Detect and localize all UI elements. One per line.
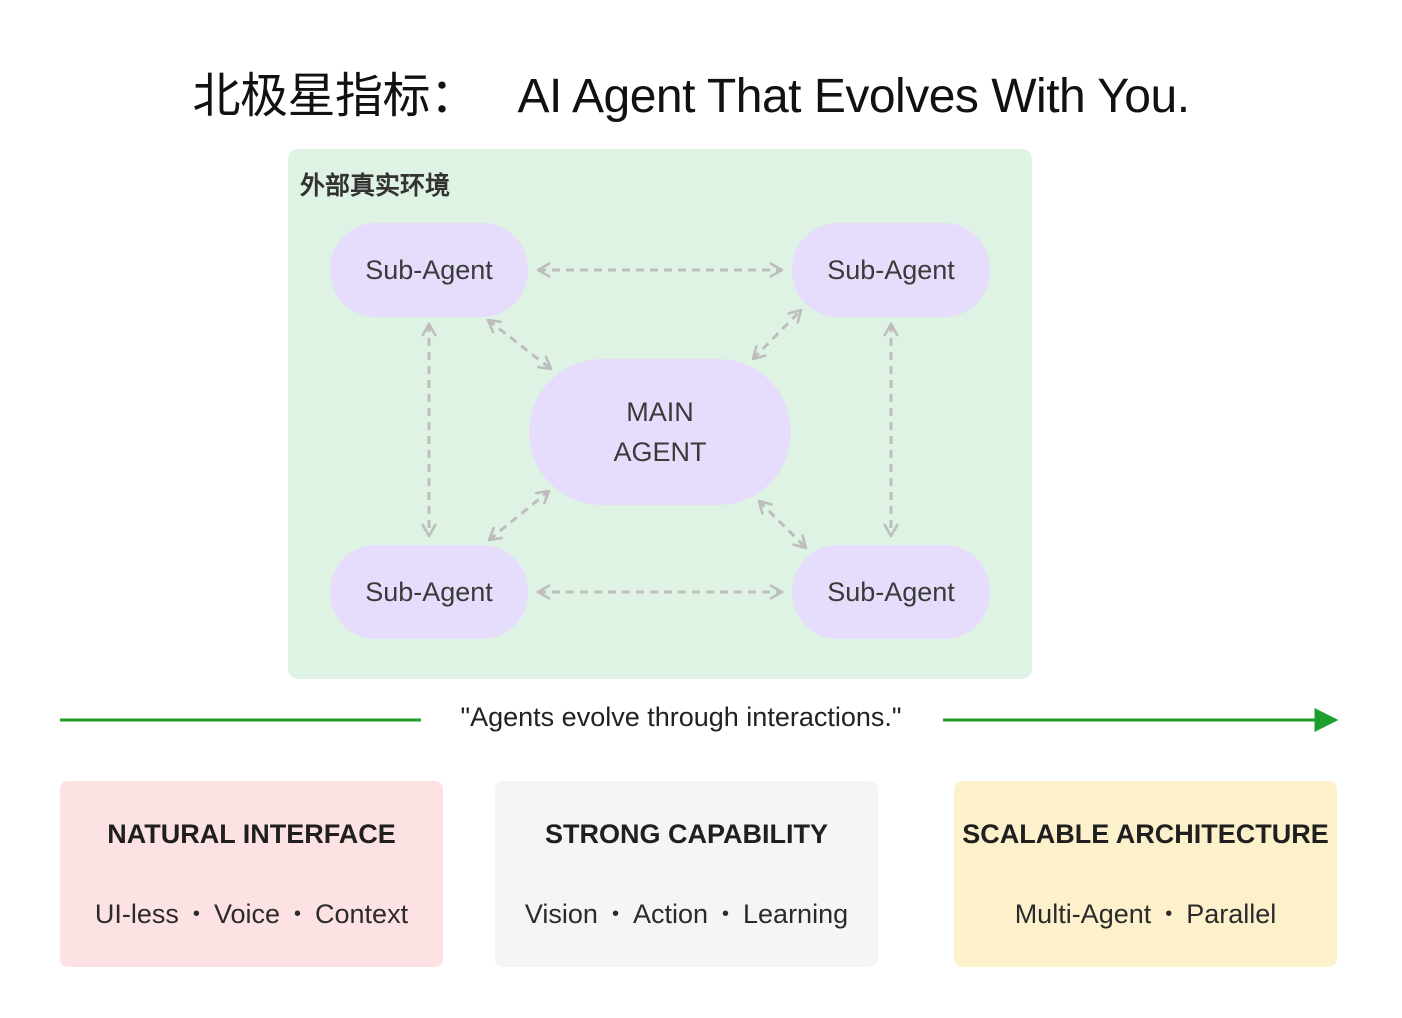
tag: Context xyxy=(315,899,409,929)
arrow-top-left-diagonal xyxy=(486,318,553,371)
sub-agent-label: Sub-Agent xyxy=(365,254,493,285)
environment-label: 外部真实环境 xyxy=(300,172,451,200)
tag: UI-less xyxy=(94,899,179,929)
main-agent-line2: AGENT xyxy=(613,437,707,467)
tag: Action xyxy=(632,899,708,929)
arrow-bottom-left-diagonal xyxy=(487,489,551,542)
separator-dot: • xyxy=(722,903,730,925)
tag: Voice xyxy=(213,899,280,929)
card-scalable-architecture: SCALABLE ARCHITECTURE Multi-Agent • Parall… xyxy=(954,781,1337,967)
card-title: SCALABLE ARCHITECTURE xyxy=(962,819,1329,849)
tag: Vision xyxy=(524,899,598,929)
sub-agent-top-left: Sub-Agent xyxy=(330,223,528,317)
card-title: STRONG CAPABILITY xyxy=(545,819,828,849)
main-agent-line1: MAIN xyxy=(626,397,694,427)
title-english: AI Agent That Evolves With You. xyxy=(517,70,1190,123)
page-title: 北极星指标： AI Agent That Evolves With You. xyxy=(0,56,1382,126)
sub-agent-label: Sub-Agent xyxy=(365,576,493,607)
card-natural-interface: NATURAL INTERFACE UI-less • Voice • Context xyxy=(60,781,443,967)
separator-dot: • xyxy=(1165,903,1173,925)
tag: Parallel xyxy=(1186,899,1277,929)
sub-agent-bottom-left: Sub-Agent xyxy=(330,545,528,639)
card-tags: Multi-Agent • Parallel xyxy=(954,899,1337,930)
arrow-top-right-diagonal xyxy=(751,308,803,361)
main-agent: MAIN AGENT xyxy=(529,359,791,505)
card-strong-capability: STRONG CAPABILITY Vision • Action • Learning xyxy=(495,781,878,967)
sub-agent-label: Sub-Agent xyxy=(827,576,955,607)
tag: Learning xyxy=(743,899,849,929)
card-title: NATURAL INTERFACE xyxy=(107,819,396,849)
card-tags: UI-less • Voice • Context xyxy=(60,899,443,930)
sub-agent-bottom-right: Sub-Agent xyxy=(792,545,990,639)
sub-agent-label: Sub-Agent xyxy=(827,254,955,285)
separator-dot: • xyxy=(192,903,200,925)
tagline: "Agents evolve through interactions." xyxy=(460,702,902,732)
sub-agent-top-right: Sub-Agent xyxy=(792,223,990,317)
title-chinese: 北极星指标： xyxy=(192,70,478,123)
separator-dot: • xyxy=(611,903,619,925)
card-tags: Vision • Action • Learning xyxy=(495,899,878,930)
separator-dot: • xyxy=(294,903,302,925)
arrow-bottom-right-diagonal xyxy=(757,499,808,550)
tag: Multi-Agent xyxy=(1014,899,1152,929)
